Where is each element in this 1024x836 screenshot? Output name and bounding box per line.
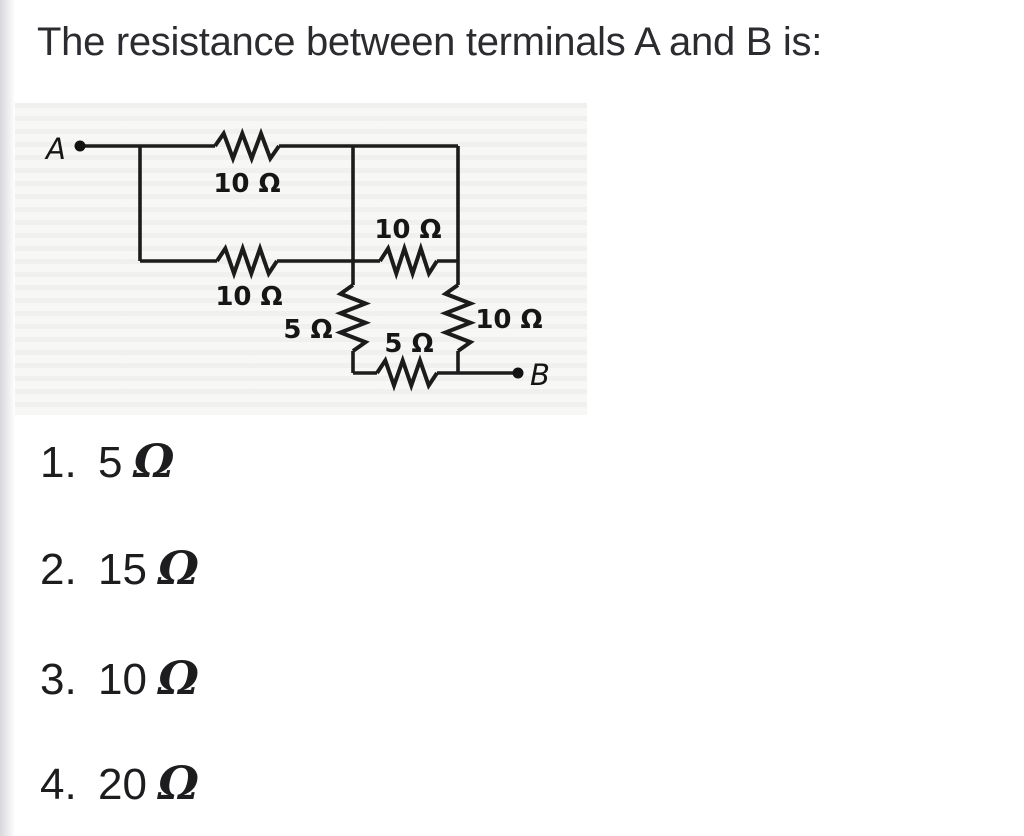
option-1-value: 5 bbox=[98, 438, 123, 487]
omega-symbol: Ω bbox=[157, 541, 199, 595]
resistor-vertical-middle-zigzag bbox=[334, 283, 372, 353]
resistor-vertical-middle-label: 5 Ω bbox=[283, 315, 332, 345]
omega-symbol: Ω bbox=[157, 651, 199, 705]
option-3-number: 3. bbox=[40, 655, 77, 704]
resistor-vertical-right-label: 10 Ω bbox=[475, 305, 542, 335]
option-2-number: 2. bbox=[40, 545, 77, 594]
option-1-number: 1. bbox=[40, 438, 77, 487]
resistor-second-branch-left-label: 10 Ω bbox=[215, 282, 282, 312]
option-4-value: 20 bbox=[98, 760, 147, 809]
terminal-b-label: B bbox=[530, 358, 550, 392]
resistor-bottom-branch-zigzag bbox=[375, 354, 439, 392]
page-edge-shadow bbox=[0, 0, 16, 836]
resistor-second-branch-left-zigzag bbox=[215, 242, 279, 280]
option-4-number: 4. bbox=[40, 760, 77, 809]
option-2-value: 15 bbox=[98, 545, 147, 594]
terminal-b-dot bbox=[512, 367, 524, 379]
terminal-a-dot bbox=[74, 140, 86, 152]
resistor-second-branch-right-label: 10 Ω bbox=[374, 215, 441, 245]
resistor-bottom-branch-label: 5 Ω bbox=[384, 329, 433, 359]
question-title: The resistance between terminals A and B… bbox=[37, 20, 823, 64]
circuit-svg: A B 10 Ω 10 Ω 10 Ω 5 Ω 5 Ω 10 Ω bbox=[44, 127, 550, 392]
resistor-top-branch-zigzag bbox=[213, 127, 281, 165]
terminal-a-label: A bbox=[44, 132, 66, 166]
omega-symbol: Ω bbox=[133, 434, 175, 488]
resistor-top-branch-label: 10 Ω bbox=[213, 169, 280, 199]
omega-symbol: Ω bbox=[157, 756, 199, 810]
resistor-vertical-right-zigzag bbox=[439, 283, 477, 353]
resistor-second-branch-right-zigzag bbox=[378, 242, 439, 280]
circuit-figure: A B 10 Ω 10 Ω 10 Ω 5 Ω 5 Ω 10 Ω bbox=[15, 103, 587, 415]
option-3-value: 10 bbox=[98, 655, 147, 704]
